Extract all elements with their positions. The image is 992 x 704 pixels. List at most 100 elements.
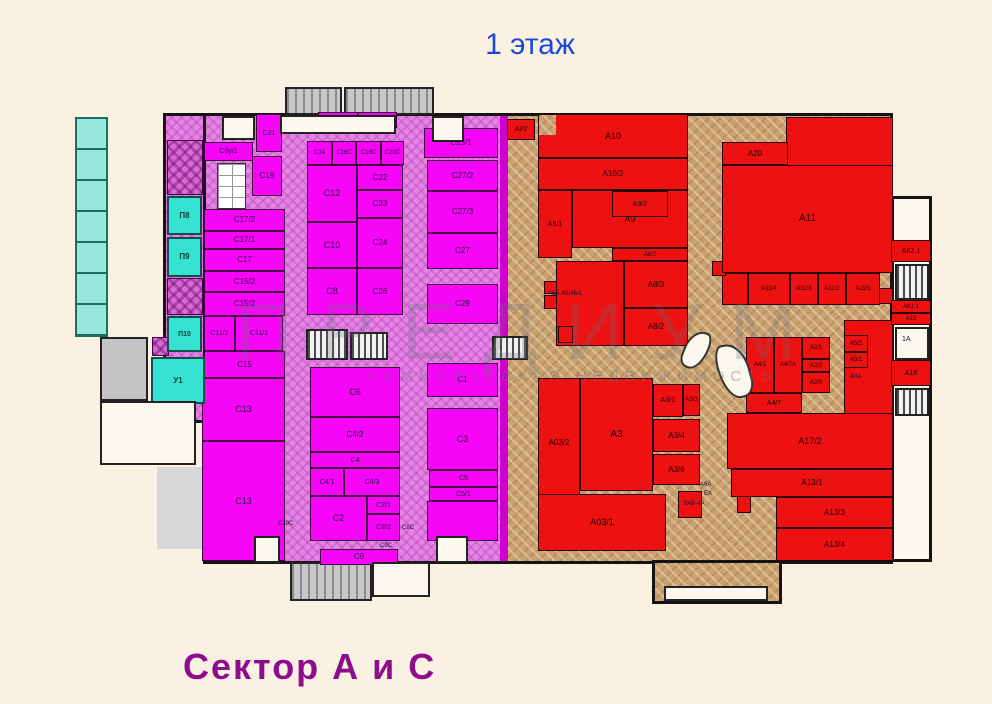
room-С4/2: С4/2 [310,417,400,452]
room-label: А3 [610,428,623,440]
room-label: А3/3 [685,397,698,403]
room-label: С29 [455,299,470,308]
room-label: С5 [459,475,468,482]
room-label: 1А [902,336,911,343]
room-label: С12 [323,188,341,198]
room-label: А15 [905,316,917,322]
room-С12: С12 [307,165,357,222]
room-А03/1: А03/1 [538,494,666,551]
plan-label-9АБ-4А: 9АБ-4А [684,501,705,507]
floor-title: 1 этаж [485,28,575,61]
room-С29: С29 [427,284,498,324]
room-label: П9 [179,252,190,261]
room-label: А8А [850,374,862,380]
room-label: Сбу/1 [219,148,238,155]
room-А13/4: А13/4 [776,528,893,561]
room-label: А11/3 [796,286,812,292]
stair-lobby-bottom [290,562,372,601]
hatch-cell-3 [152,337,169,356]
plan-label-А8А: А8А [850,374,861,380]
room-А3/1: А3/1 [653,384,683,417]
room-label: С15 [237,359,252,369]
stairs-c-icon [350,332,388,360]
terrace-white [100,401,196,465]
room-label: С4/2 [346,429,364,439]
room-С15/2: С15/2 [204,292,285,316]
room-label: А2/1 [809,345,823,351]
room-label: С17/1 [233,235,256,244]
room-А9/2: А9/2 [612,191,668,217]
recess-top-1 [222,116,255,140]
room-А11: А11 [722,165,893,273]
room-С13: С13 [202,378,285,441]
room-А11/2: А11/2 [818,273,846,305]
room-АУ2: АУ2 [507,119,535,140]
room-label: С2/2 [376,524,391,531]
room-label: А9 [624,213,636,224]
room-label: А3/1 [660,397,676,404]
room-С22: С22 [357,165,403,190]
red-block-top-right [786,117,893,166]
room-label: С13 [235,404,252,414]
room-А11/3: А11/3 [790,273,818,305]
terrace-gray [100,337,148,401]
terrace-gray-light [157,467,205,549]
room-А3/4: А3/4 [653,419,700,452]
room-А9: А9 [572,190,688,248]
room-С15: С15 [204,351,285,378]
room-label: А5/2 [849,340,863,347]
room-С15/2: С15/2 [204,271,285,292]
room-У1: У1 [151,357,205,404]
room-label: У1 [173,375,183,385]
vestibule-door [664,586,768,601]
room-label: А03/2 [548,437,570,447]
room-А10: А10 [538,114,688,158]
room-А03/2: А03/2 [538,378,580,507]
room-С18С: С18С [356,141,381,165]
room-П9: П9 [167,237,202,277]
room-С20С: С20С [381,141,404,165]
sector-title: Сектор А и С [183,646,437,687]
room-label: С27/3 [451,207,474,216]
room-А3/6: А3/6 [653,454,700,485]
stair-lobby-top-left [285,87,342,115]
recess-top-3 [432,116,464,142]
room-label: А4/1 [753,362,767,368]
recess-bottom-1 [254,536,280,563]
room-С11/2: С11/2 [204,316,235,351]
room-label: А5А А5/4Б/1 [548,291,583,297]
room-label: С21 [262,129,276,137]
escalator-c-icon [306,329,348,360]
room-С21: С21 [256,114,282,152]
room-С24: С24 [357,218,403,268]
room-label: А4/7 [766,399,782,407]
room-label: А13/3 [824,507,845,517]
room-А2/2: А2/2 [802,359,830,372]
room-label: А5/1 [849,357,863,363]
room-А17/2: А17/2 [727,413,893,469]
room-С27/3: С27/3 [427,191,498,233]
room-label: А03/1 [590,517,614,527]
room-А11/1: А11/1 [846,273,880,305]
room-label: А9/2 [632,200,648,208]
plan-label-1А: 1А [902,336,911,343]
room-С26: С26 [357,268,403,315]
room-С17/1: С17/1 [204,231,285,249]
room-label: А3/4 [668,430,685,440]
room-label: С6 [349,386,361,397]
room-label: А11 [798,213,817,224]
room-label: С17/2 [233,215,256,224]
room-label: А4/7А [779,362,797,368]
room-label: А11/1 [855,286,871,292]
stair-lobby-top-right [344,87,434,115]
room-С33: С33 [357,190,403,218]
room-С5: С5 [429,470,498,487]
room-С4: С4 [310,452,400,468]
room-С6: С6 [310,367,400,417]
room-А4/7А: А4/7А [774,337,802,393]
room-label: С27 [455,246,470,255]
red-small-4 [678,491,702,518]
wing-stairs-top-icon [895,264,929,300]
room-С4/3: С4/3 [344,468,400,496]
room-label: П8 [179,210,190,220]
